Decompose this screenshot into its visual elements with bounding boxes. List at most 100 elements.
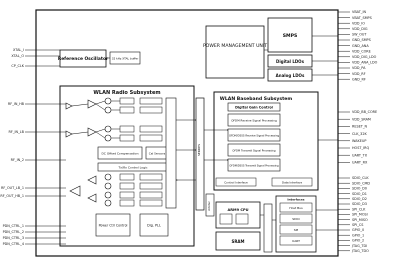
right-pin: SPI_MOSI [338,213,368,217]
right-pin-label: GND_ANA [352,44,369,48]
right-pin-label: SDIO_D2 [352,197,367,201]
arbiter-block [205,193,215,217]
right-pin-label: WAKEUP [352,139,366,143]
adc-column [165,97,177,209]
right-pin: GND_RF [338,77,366,81]
xtal-buffer-label: 32 kHz XTAL buffer [112,57,139,61]
serdes-label: SERDES [197,144,201,156]
right-pin-label: VDD_RF [352,72,366,76]
right-pin-label: VDD_DIG [352,27,368,31]
right-pin: RESET_N [338,125,368,129]
left-pin: CP_CLK [11,64,60,68]
tx-rx-loop-label: Tx/Rx Control Logic [117,166,147,170]
right-pin: VDD_CORE [338,49,371,53]
left-pin: PDN_CTRL_1 [3,224,66,228]
left-pin: RF_IN_LB [9,130,66,134]
left-pin-label: RF_IN_LB [9,130,25,134]
left-pin: XTAL_O [11,54,60,58]
left-pin: PDN_CTRL_4 [3,242,66,246]
right-pin-label: GND_SMPS [352,38,371,42]
interfaces-label: Interfaces [287,198,304,202]
bus-label-2: SPI [294,228,299,232]
right-pin: SDIO_D2 [338,197,367,201]
power-control-block [95,213,131,237]
left-pin-label: PDN_CTRL_2 [3,230,24,234]
wlan-radio-subsystem: WLAN Radio Subsystem [59,85,195,247]
right-pin: JTAG_TDI [338,244,367,248]
right-pin-label: VDD_PA [352,66,366,70]
analog-ldos-label: Analog LDOs [276,73,305,78]
right-pin-label: VDD_IO [352,21,365,25]
rx-chain-2 [65,125,163,142]
right-pin-label: VBAT_IN [352,10,366,14]
right-pin-label: GND_RF [352,77,366,81]
right-pin: VDD_SRAM [338,117,371,121]
bus-label-1: SDIO [292,217,300,221]
left-pin-label: RF_OUT_LB_1 [1,186,24,190]
right-pin-label: VDD_DIG_LDO [352,55,377,59]
dc-offset-label: DC Offset Compensation [102,152,139,156]
right-pin: SDIO_CLK [338,176,369,180]
digital-gain-control-label: Digital Gain Control [235,106,273,110]
right-pin: SPI_MISO [338,218,368,222]
wlan-baseband-title: WLAN Baseband Subsystem [220,96,293,102]
pmu-label: POWER MANAGEMENT UNIT [203,43,267,49]
left-pin: RF_OUT_LB_1 [1,186,66,190]
right-pin: SDIO_D3 [338,202,367,206]
right-pin-label: SPI_MOSI [352,213,368,217]
right-pin-label: HOST_IRQ [352,146,369,150]
right-pin: UART_RX [338,161,368,165]
left-pin: PDN_CTRL_3 [3,236,66,240]
wlan-baseband-subsystem: WLAN Baseband Subsystem Digital Gain Con… [213,91,319,191]
power-management-block: POWER MANAGEMENT UNIT SMPS Digital LDOs … [203,17,313,82]
right-pin: UART_TX [338,153,368,157]
right-pin: VDD_RF [338,72,366,76]
power-control-label: Power Ctrl Control [99,224,128,228]
synthesizer-block [139,213,169,237]
right-pin-label: CLK_32K [352,132,367,136]
tx-chain-2 [69,185,163,207]
left-pin: XTAL_I [13,48,60,52]
wlan-radio-title: WLAN Radio Subsystem [93,90,160,96]
right-pin: GPIO_2 [338,239,364,243]
left-pin-label: PDN_CTRL_4 [3,242,24,246]
right-pin: VDD_IO [338,21,365,25]
right-pin: SDIO_CMD [338,181,370,185]
right-pin-label: SW_OUT [352,33,367,37]
left-pin: RF_IN_HB [8,102,66,106]
right-pin: GPIO_0 [338,228,364,232]
left-pin: RF_OUT_HB_1 [0,194,66,198]
right-pin: WAKEUP [338,139,366,143]
rx-chain-1 [65,97,163,114]
right-pin-label: VDD_BB_CORE [352,110,377,114]
right-pin: SPI_CLK [338,207,366,211]
right-pin: GND_SMPS [338,38,371,42]
bb-proc-4-label: OFDM/DSSS Transmit Signal Processing [229,164,279,168]
bb-proc-1-label: OFDM Receive Signal Processing [231,119,277,123]
right-pin: CLK_32K [338,132,367,136]
right-pin-label: GPIO_0 [352,228,364,232]
left-pin-label: CP_CLK [11,64,24,68]
right-pin: VBAT_SMPS [338,16,372,20]
left-pin: PDN_CTRL_2 [3,230,66,234]
right-pin: GPIO_1 [338,233,364,237]
right-pin-label: SPI_MISO [352,218,368,222]
reference-oscillator-label: Reference Oscillator [58,56,109,62]
right-pin-label: RESET_N [352,125,368,129]
reference-oscillator-block: Reference Oscillator 32 kHz XTAL buffer [58,49,141,68]
right-pin-label: SDIO_D1 [352,192,367,196]
smps-label: SMPS [283,33,298,39]
right-pin: VDD_DIG_LDO [338,55,377,59]
dc-offset-block [97,146,143,160]
right-pin: VDD_DIG [338,27,368,31]
cal-sensors-label: Cal Sensors [149,152,166,156]
right-pin: HOST_IRQ [338,146,369,150]
left-pin-label: RF_OUT_HB_1 [0,194,24,198]
right-pin-label: SDIO_CLK [352,176,369,180]
right-pin: VDD_PA [338,66,366,70]
right-pin: VBAT_IN [338,10,366,14]
left-pin-label: RF_IN_2 [11,158,24,162]
digital-ldos-label: Digital LDOs [276,59,305,64]
